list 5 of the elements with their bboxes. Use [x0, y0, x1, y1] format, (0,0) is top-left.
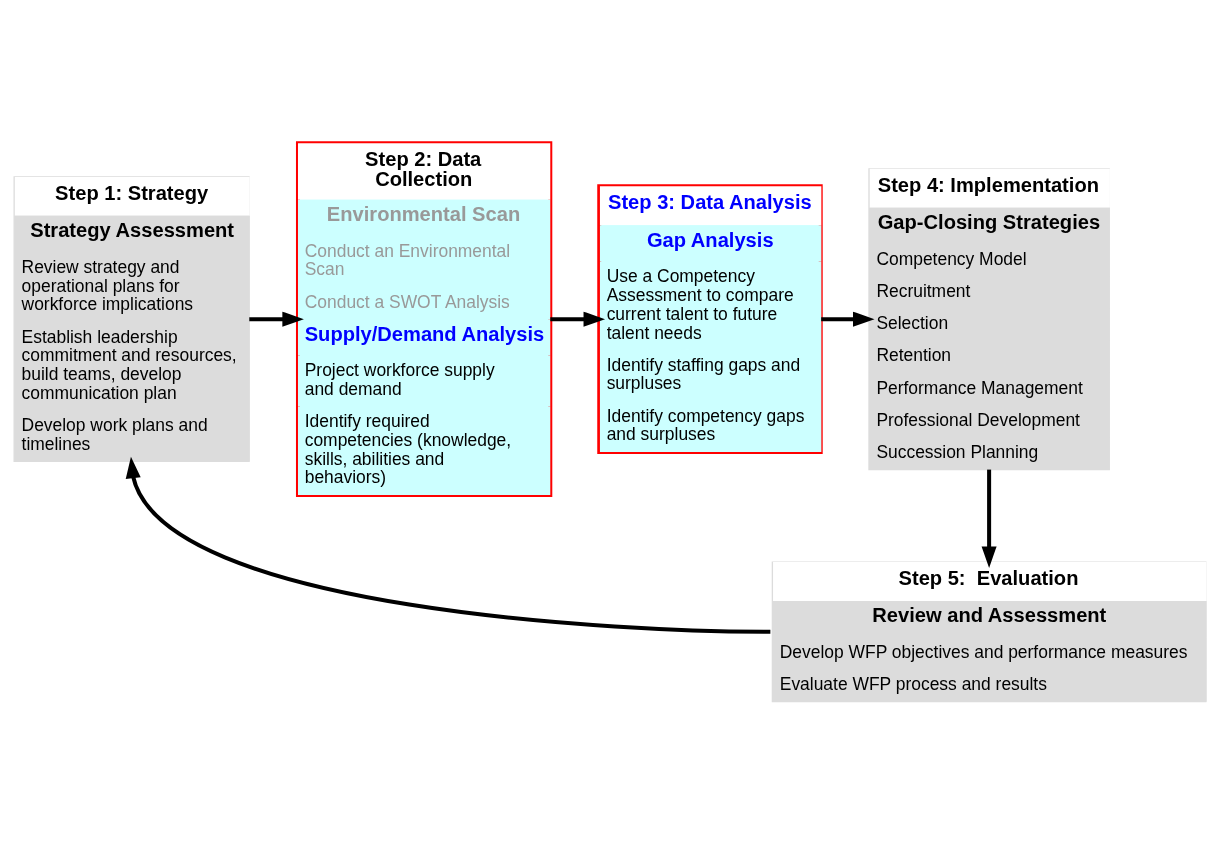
arrow	[821, 311, 875, 327]
arrow	[981, 469, 997, 568]
arrow	[249, 311, 304, 327]
arrow	[125, 456, 771, 634]
arrow	[550, 311, 606, 327]
